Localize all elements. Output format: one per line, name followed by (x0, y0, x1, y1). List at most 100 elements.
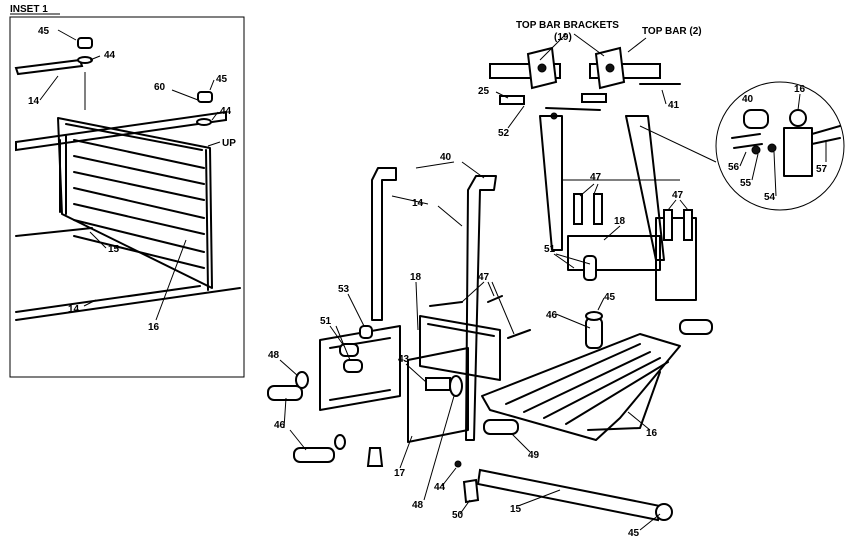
label-18a: 18 (614, 216, 626, 227)
label-47a: 47 (590, 172, 602, 183)
seat-16 (481, 333, 681, 441)
part-43 (425, 377, 451, 391)
spring-51-right (583, 255, 597, 281)
label-56: 56 (728, 162, 740, 173)
label-60: 60 (154, 82, 166, 93)
pin-46-b (293, 447, 335, 463)
plate-17 (407, 347, 469, 443)
pin-right (679, 319, 713, 335)
label-51a: 51 (544, 244, 556, 255)
washer-48-left (295, 371, 309, 389)
washer-44-right (196, 118, 212, 126)
label-40-detail: 40 (742, 94, 754, 105)
part-53 (359, 325, 373, 339)
washer-48 (449, 375, 463, 397)
label-25: 25 (478, 86, 490, 97)
leg-14-left (371, 167, 397, 321)
label-47b: 47 (672, 190, 684, 201)
rear-frame-right (625, 115, 665, 261)
washer-54 (767, 143, 777, 153)
label-45c: 45 (604, 292, 616, 303)
label-15-main: 15 (510, 504, 522, 515)
inset-frame (9, 16, 245, 378)
base-rail (15, 227, 241, 321)
label-top-bar-brackets: TOP BAR BRACKETS (516, 20, 619, 31)
inset-title: INSET 1 (10, 4, 48, 15)
label-16-detail: 16 (794, 84, 806, 95)
bolt-hardware (499, 83, 681, 120)
detail-frame (715, 81, 845, 211)
label-45b: 45 (216, 74, 228, 85)
pin-46-a (267, 385, 303, 401)
main-assembly: TOP BAR BRACKETS (19) TOP BAR (2) 25 52 … (267, 20, 713, 539)
label-top-bar: TOP BAR (2) (642, 26, 702, 37)
cap-45-right (197, 91, 213, 103)
washer-44 (77, 56, 93, 64)
label-46b: 46 (274, 420, 286, 431)
bushing-46 (585, 317, 603, 349)
label-17: 17 (394, 468, 406, 479)
label-40: 40 (440, 152, 452, 163)
label-14-main: 14 (412, 198, 424, 209)
label-41: 41 (668, 100, 680, 111)
top-bars (489, 46, 661, 90)
cap-45-center (585, 311, 603, 321)
cap-45 (77, 37, 93, 49)
nut-55 (751, 145, 761, 155)
cap-45-bottom (655, 503, 673, 521)
label-44c: 44 (434, 482, 446, 493)
bracket-18 (419, 315, 501, 381)
label-49: 49 (528, 450, 540, 461)
label-47c: 47 (478, 272, 490, 283)
label-14: 14 (28, 96, 40, 107)
label-16-main: 16 (646, 428, 658, 439)
bolts-56 (731, 133, 763, 149)
label-52: 52 (498, 128, 510, 139)
bracket-detail (783, 127, 813, 177)
label-50: 50 (452, 510, 464, 521)
spring-block-right (567, 235, 661, 271)
label-55: 55 (740, 178, 752, 189)
label-48b: 48 (412, 500, 424, 511)
label-43: 43 (398, 354, 410, 365)
label-44b: 44 (220, 106, 232, 117)
inset-1: INSET 1 45 44 14 60 45 44 UP 15 16 (9, 4, 245, 378)
rear-frame-left (539, 115, 563, 251)
main-leaders (279, 33, 689, 531)
label-18b: 18 (410, 272, 422, 283)
label-54: 54 (764, 192, 776, 203)
top-bar-rod (14, 58, 84, 76)
label-up: UP (222, 138, 236, 149)
pin-49 (483, 419, 519, 435)
label-57: 57 (816, 164, 828, 175)
label-45d: 45 (628, 528, 640, 539)
label-48a: 48 (268, 350, 280, 361)
detail-leaders (739, 93, 827, 197)
seat-16-inset (57, 117, 213, 291)
spring-51a (339, 343, 359, 357)
label-14b: 14 (68, 304, 80, 315)
label-51b: 51 (320, 316, 332, 327)
label-16: 16 (148, 322, 160, 333)
ring-16-detail (789, 109, 807, 127)
detail-circle: 40 16 56 55 54 57 (639, 81, 845, 211)
clip-left (366, 447, 384, 467)
inset-leaders (39, 29, 221, 321)
side-panel-right (655, 217, 697, 301)
label-53: 53 (338, 284, 350, 295)
label-15: 15 (108, 244, 120, 255)
leg-14-right (465, 175, 497, 441)
cap-40-detail (743, 109, 769, 129)
springs-47 (429, 295, 531, 339)
washer-44-bottom (454, 460, 462, 468)
label-44: 44 (104, 50, 116, 61)
tube-15 (476, 468, 662, 522)
clip-50 (462, 478, 480, 504)
spring-51b (343, 359, 363, 373)
label-45: 45 (38, 26, 50, 37)
detail-pointer (639, 125, 717, 163)
side-panel (319, 325, 401, 411)
label-46a: 46 (546, 310, 558, 321)
